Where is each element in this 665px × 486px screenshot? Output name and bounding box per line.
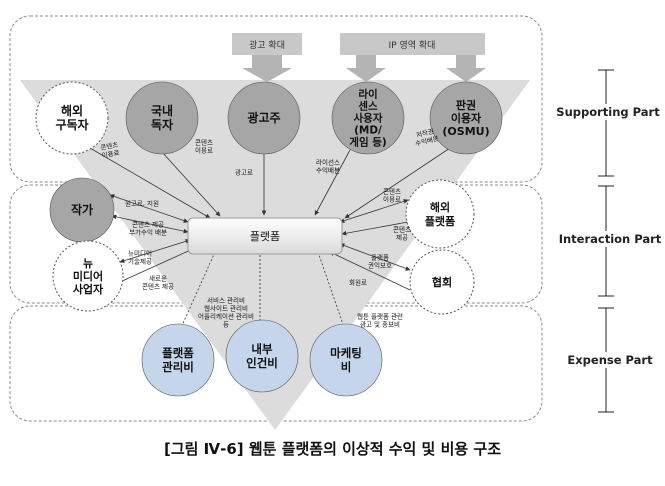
node-circle bbox=[227, 81, 301, 155]
funnel-triangle bbox=[20, 80, 530, 430]
banner-ad-expansion: 광고 확대 bbox=[232, 33, 302, 82]
node-circle bbox=[331, 81, 405, 155]
arrow-ovp-2 bbox=[341, 221, 409, 236]
node-association: 협회 bbox=[409, 249, 475, 315]
node-circle bbox=[309, 323, 383, 397]
platform-label: 플랫폼 bbox=[250, 230, 280, 243]
arrow-newmedia-2 bbox=[119, 247, 196, 283]
arrow-assoc-2 bbox=[329, 251, 411, 291]
node-author: 작가 bbox=[49, 177, 115, 243]
node-advertiser: 광고주 bbox=[227, 81, 301, 155]
banner-ip-label: IP 영역 확대 bbox=[389, 39, 436, 51]
node-circle bbox=[405, 179, 475, 249]
arrow-license bbox=[314, 149, 351, 216]
figure-caption: [그림 Ⅳ-6] 웹툰 플랫폼의 이상적 수익 및 비용 구조 bbox=[163, 440, 502, 458]
edge-label-manuscript: 원고료, 지원 bbox=[125, 198, 159, 207]
node-label: 광고주 bbox=[247, 110, 280, 125]
supporting-part-label: Supporting Part bbox=[556, 105, 660, 119]
node-circle bbox=[141, 323, 215, 397]
arrow-assoc-1 bbox=[339, 243, 411, 271]
node-circle bbox=[409, 249, 475, 315]
arrow-domestic bbox=[161, 151, 221, 217]
banner-ip-expansion: IP 영역 확대 bbox=[340, 33, 486, 82]
edge-label-ad-fee: 광고료 bbox=[235, 168, 253, 176]
node-circle bbox=[52, 240, 124, 312]
arrow-newmedia-1 bbox=[119, 239, 191, 263]
node-label: 작가 bbox=[71, 202, 93, 217]
arrow-author-2 bbox=[111, 214, 189, 234]
node-circle bbox=[429, 81, 503, 155]
edge-label-overseas-usage: 콘텐츠이용료 bbox=[100, 140, 121, 160]
arrow-ovp-1 bbox=[339, 199, 409, 223]
node-label: 협회 bbox=[432, 275, 452, 289]
edge-label-membership-fee: 회원료 bbox=[349, 277, 367, 286]
node-circle bbox=[125, 81, 199, 155]
node-circle bbox=[35, 81, 109, 155]
expense-part-label: Expense Part bbox=[567, 353, 653, 367]
node-circle bbox=[225, 319, 299, 393]
banner-ad-label: 광고 확대 bbox=[249, 39, 285, 51]
platform-box: 플랫폼 bbox=[187, 217, 343, 255]
interaction-part-label: Interaction Part bbox=[559, 232, 662, 246]
arrow-cost-marketing bbox=[317, 251, 346, 331]
arrow-overseas-sub bbox=[89, 147, 211, 219]
